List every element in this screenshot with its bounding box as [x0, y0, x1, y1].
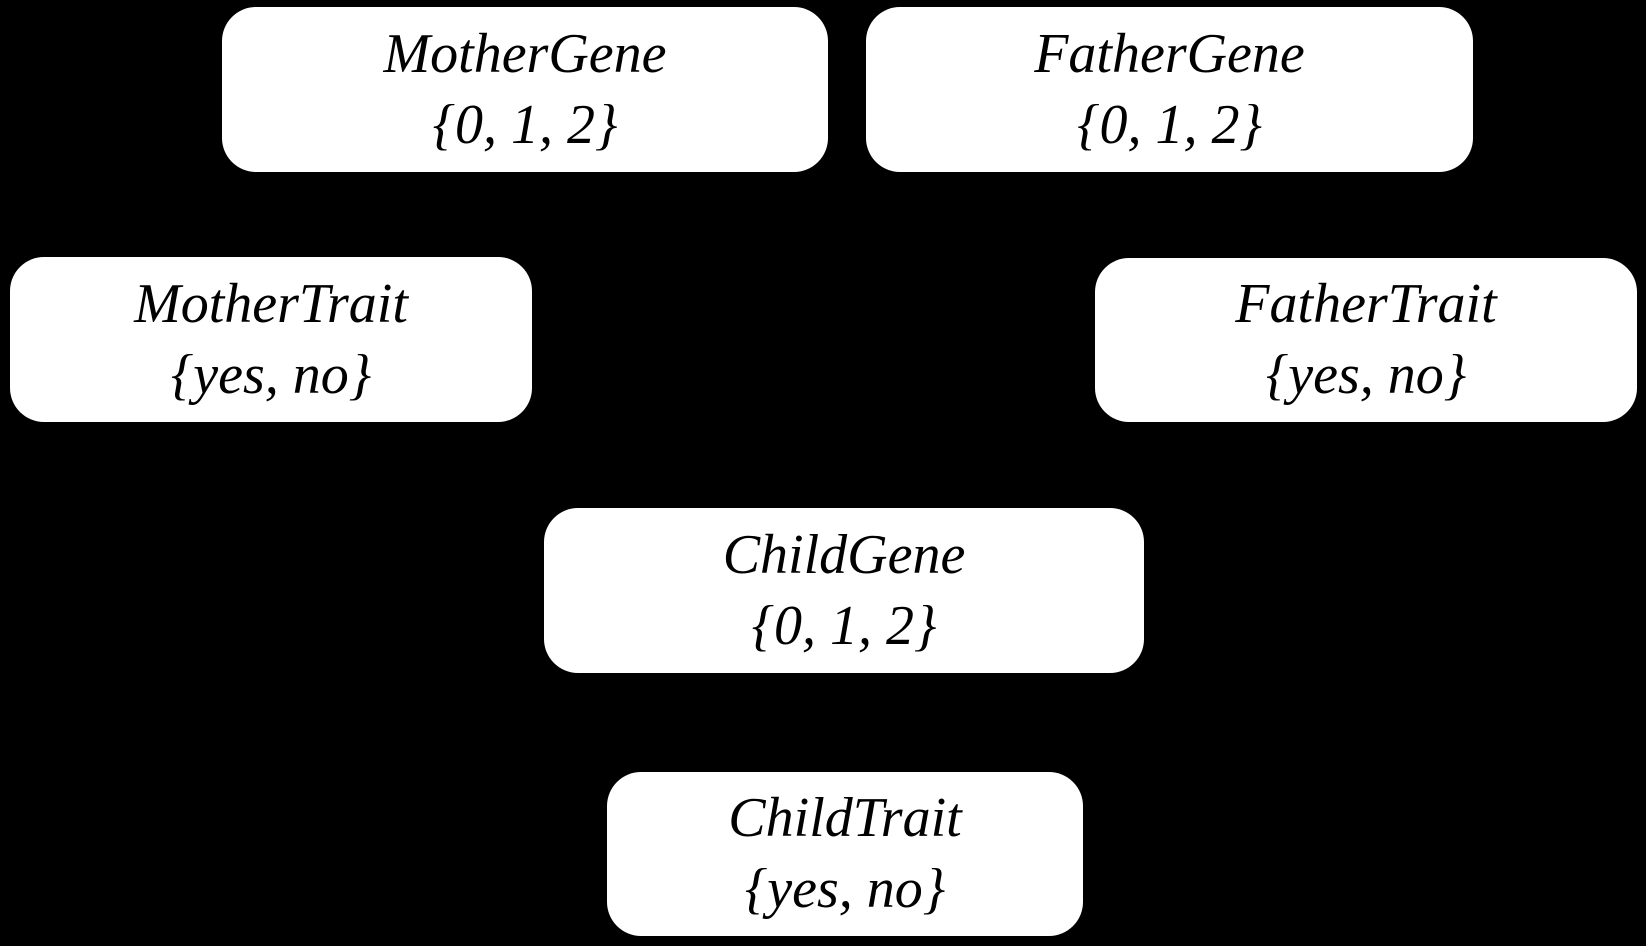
- node-child-trait-label: ChildTrait: [728, 787, 962, 850]
- node-mother-trait-label: MotherTrait: [134, 272, 408, 335]
- node-child-gene: ChildGene {0, 1, 2}: [544, 508, 1144, 673]
- node-father-gene: FatherGene {0, 1, 2}: [866, 7, 1473, 172]
- node-mother-gene-domain: {0, 1, 2}: [432, 93, 618, 156]
- node-father-gene-label: FatherGene: [1034, 22, 1305, 85]
- node-father-gene-domain: {0, 1, 2}: [1077, 93, 1262, 156]
- node-mother-gene: MotherGene {0, 1, 2}: [222, 7, 828, 172]
- node-mother-trait-domain: {yes, no}: [170, 343, 372, 406]
- node-father-trait-domain: {yes, no}: [1265, 344, 1467, 406]
- node-father-trait-label: FatherTrait: [1235, 273, 1497, 336]
- node-child-trait-domain: {yes, no}: [744, 858, 946, 920]
- node-father-trait: FatherTrait {yes, no}: [1095, 258, 1637, 422]
- node-mother-trait: MotherTrait {yes, no}: [10, 257, 532, 422]
- node-mother-gene-label: MotherGene: [383, 22, 667, 85]
- node-child-gene-domain: {0, 1, 2}: [751, 594, 937, 657]
- node-child-gene-label: ChildGene: [722, 523, 966, 586]
- node-child-trait: ChildTrait {yes, no}: [607, 772, 1083, 936]
